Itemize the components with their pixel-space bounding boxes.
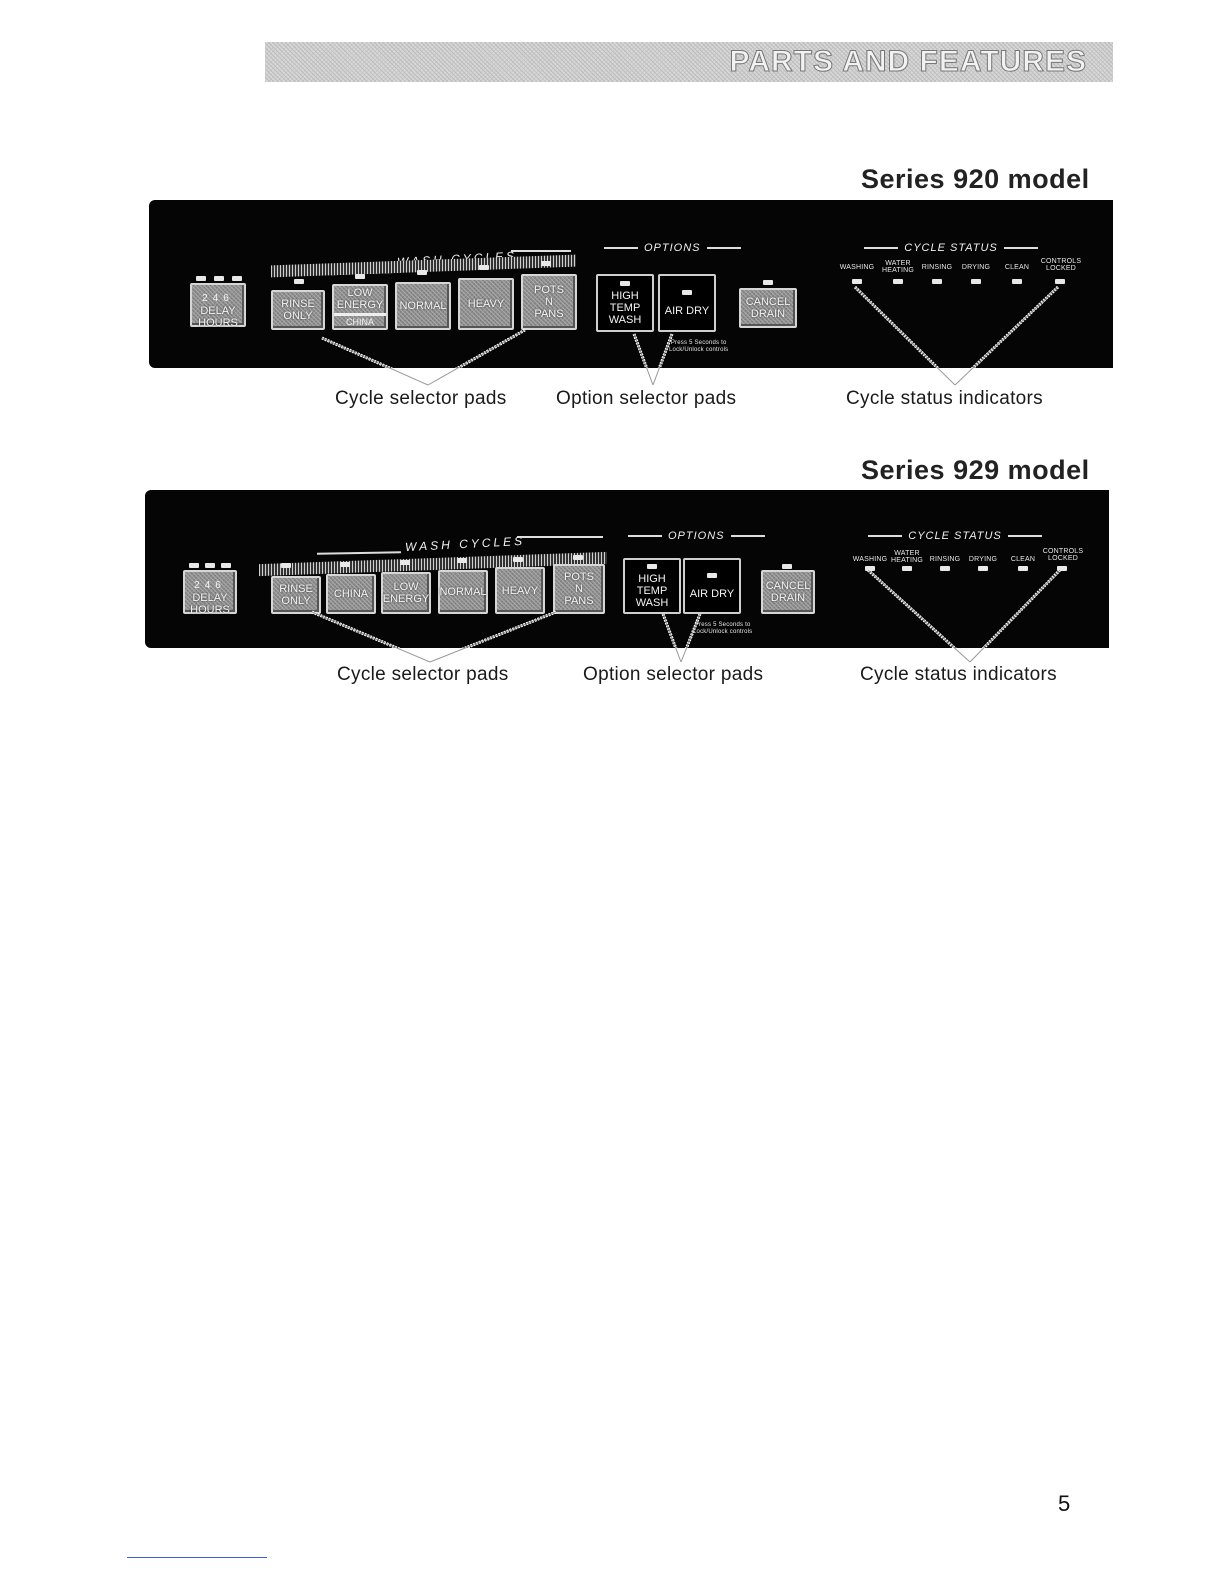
status-led-washing xyxy=(852,279,862,284)
status-led-rinsing xyxy=(932,279,942,284)
delay-led-2 xyxy=(189,563,199,568)
status-label-washing: WASHING xyxy=(839,264,875,271)
control-panel-920: 246 DELAY HOURS WASH CYCLES RINSE ONLY L… xyxy=(149,200,1113,368)
delay-hours-label: DELAY HOURS xyxy=(198,305,238,329)
cycle-led-rinse xyxy=(294,279,304,284)
status-led-rinsing xyxy=(940,566,950,571)
status-label-drying: DRYING xyxy=(968,556,998,563)
callout-option-selector-pads: Option selector pads xyxy=(583,664,764,685)
delay-hours-button[interactable]: 246 DELAY HOURS xyxy=(190,283,246,329)
status-label-rinsing: RINSING xyxy=(921,264,953,271)
status-led-controls-locked xyxy=(1057,566,1067,571)
callout-cycle-status-indicators: Cycle status indicators xyxy=(846,388,1043,409)
air-dry-led xyxy=(707,572,717,578)
callout-cycle-selector-pads: Cycle selector pads xyxy=(337,664,509,685)
delay-led-2 xyxy=(196,276,206,281)
page-number: 5 xyxy=(1058,1491,1071,1516)
cycle-button-low-energy[interactable]: LOW ENERGY CHINA xyxy=(332,284,388,330)
wash-cycles-rule-right xyxy=(517,536,603,538)
cycle-led-rinse xyxy=(281,563,291,568)
high-temp-wash-button[interactable]: HIGH TEMP WASH xyxy=(623,558,681,614)
cycle-status-label: CYCLE STATUS xyxy=(801,242,1101,254)
cycle-led-normal xyxy=(457,558,467,563)
high-temp-wash-button[interactable]: HIGH TEMP WASH xyxy=(596,274,654,332)
section-title: PARTS AND FEATURES xyxy=(729,45,1087,79)
status-led-drying xyxy=(971,279,981,284)
status-led-water-heating xyxy=(902,566,912,571)
cycle-button-china[interactable]: CHINA xyxy=(326,574,376,614)
cancel-drain-button[interactable]: CANCEL DRAIN xyxy=(761,570,815,614)
cycle-button-pots-n-pans[interactable]: POTS N PANS xyxy=(553,564,605,614)
cycle-button-rinse-only[interactable]: RINSE ONLY xyxy=(271,290,325,330)
status-label-clean: CLEAN xyxy=(1010,556,1036,563)
cycle-button-heavy[interactable]: HEAVY xyxy=(458,278,514,330)
cycle-led-normal xyxy=(417,270,427,275)
air-dry-button[interactable]: AIR DRY xyxy=(683,558,741,614)
cycle-led-pots xyxy=(573,555,583,560)
cycle-led-china xyxy=(340,562,350,567)
cycle-led-heavy xyxy=(513,557,523,562)
status-led-controls-locked xyxy=(1055,279,1065,284)
cycle-button-rinse-only[interactable]: RINSE ONLY xyxy=(271,576,321,614)
status-led-drying xyxy=(978,566,988,571)
status-led-washing xyxy=(865,566,875,571)
status-label-controls-locked: CONTROLS LOCKED xyxy=(1042,548,1084,562)
delay-hours-button[interactable]: 246 DELAY HOURS xyxy=(183,570,237,616)
status-label-controls-locked: CONTROLS LOCKED xyxy=(1040,258,1082,272)
status-label-water-heating: WATER HEATING xyxy=(882,260,914,274)
status-label-rinsing: RINSING xyxy=(929,556,961,563)
status-label-washing: WASHING xyxy=(852,556,888,563)
air-dry-led xyxy=(682,289,692,295)
status-led-water-heating xyxy=(893,279,903,284)
status-led-clean xyxy=(1012,279,1022,284)
cycle-button-low-energy[interactable]: LOW ENERGY xyxy=(381,572,431,614)
options-label: OPTIONS xyxy=(622,530,771,542)
footer-rule xyxy=(127,1557,267,1558)
options-label: OPTIONS xyxy=(598,242,747,254)
status-label-clean: CLEAN xyxy=(1004,264,1030,271)
delay-led-6 xyxy=(232,276,242,281)
model-title-929: Series 929 model xyxy=(861,455,1090,485)
status-led-clean xyxy=(1018,566,1028,571)
cancel-led xyxy=(782,564,792,569)
lock-instruction-note: Press 5 Seconds to Lock/Unlock controls xyxy=(693,622,753,635)
wash-cycles-rule xyxy=(316,551,402,555)
cycle-status-label: CYCLE STATUS xyxy=(805,530,1105,542)
cycle-led-heavy xyxy=(479,265,489,270)
cycle-button-heavy[interactable]: HEAVY xyxy=(495,567,545,614)
wash-cycles-rule-right xyxy=(511,250,571,252)
cycle-button-normal[interactable]: NORMAL xyxy=(438,570,488,614)
callout-option-selector-pads: Option selector pads xyxy=(556,388,737,409)
high-temp-led xyxy=(620,280,630,286)
callout-cycle-status-indicators: Cycle status indicators xyxy=(860,664,1057,685)
cycle-button-pots-n-pans[interactable]: POTS N PANS xyxy=(521,274,577,330)
high-temp-led xyxy=(647,563,657,569)
cycle-led-low-energy xyxy=(400,560,410,565)
cycle-sublabel-china: CHINA xyxy=(334,312,386,328)
model-title-920: Series 920 model xyxy=(861,164,1090,194)
delay-led-4 xyxy=(214,276,224,281)
cancel-led xyxy=(763,280,773,285)
status-label-drying: DRYING xyxy=(961,264,991,271)
cancel-drain-button[interactable]: CANCEL DRAIN xyxy=(739,288,797,328)
callout-cycle-selector-pads: Cycle selector pads xyxy=(335,388,507,409)
lock-instruction-note: Press 5 Seconds to Lock/Unlock controls xyxy=(669,340,729,353)
cycle-led-low-energy xyxy=(355,274,365,279)
cycle-button-normal[interactable]: NORMAL xyxy=(395,282,451,330)
air-dry-button[interactable]: AIR DRY xyxy=(658,274,716,332)
delay-led-6 xyxy=(221,563,231,568)
control-panel-929: 246 DELAY HOURS WASH CYCLES RINSE ONLY C… xyxy=(145,490,1109,648)
wash-cycles-label: WASH CYCLES xyxy=(404,533,526,555)
delay-hours-label: DELAY HOURS xyxy=(190,592,230,616)
cycle-led-pots xyxy=(541,261,551,266)
delay-led-4 xyxy=(205,563,215,568)
status-label-water-heating: WATER HEATING xyxy=(891,550,923,564)
header-band: PARTS AND FEATURES xyxy=(265,42,1113,82)
